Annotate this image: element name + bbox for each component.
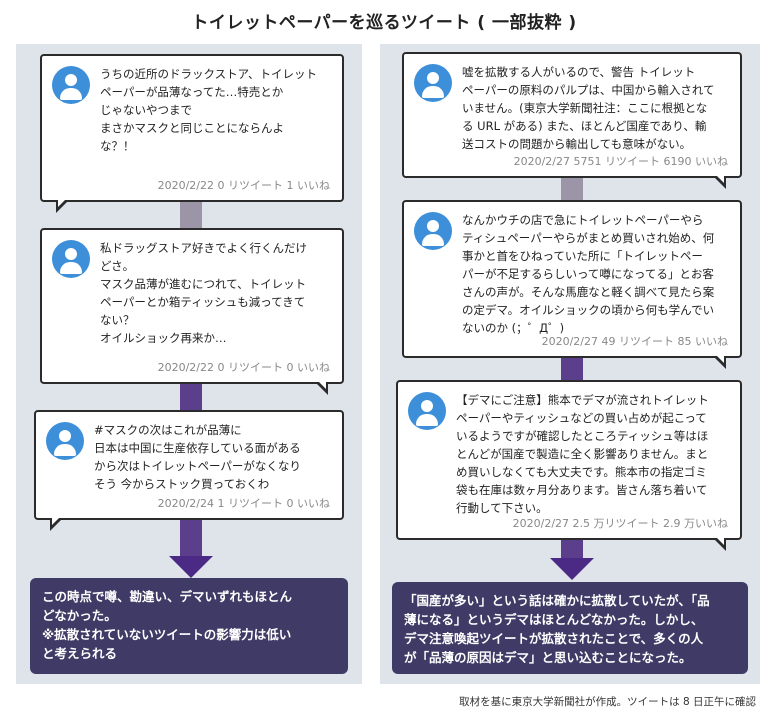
user-avatar-icon	[408, 392, 446, 430]
tweet-card: 【デマにご注意】熊本でデマが流されトイレット ペーパーやティッシュなどの買い占め…	[396, 380, 742, 551]
source-note: 取材を基に東京大学新聞社が作成。ツイートは 8 日正午に確認	[459, 696, 756, 708]
down-arrow-icon	[169, 556, 213, 578]
tweet-meta: 2020/2/27 2.5 万リツイート 2.9 万いいね	[512, 517, 728, 530]
tweet-card: #マスクの次はこれが品薄に 日本は中国に生産依存している面がある から次はトイレ…	[34, 410, 344, 531]
speech-tail	[315, 380, 328, 395]
down-arrow-icon	[550, 558, 594, 580]
speech-tail	[713, 354, 726, 369]
tweet-meta: 2020/2/24 1 リツイート 0 いいね	[157, 497, 330, 510]
tweet-card: 嘘を拡散する人がいるので、警告 トイレット ペーパーの原料のパルプは、中国から輸…	[402, 52, 742, 189]
connector-bar	[561, 538, 583, 558]
tweet-text: 【デマにご注意】熊本でデマが流されトイレット ペーパーやティッシュなどの買い占め…	[456, 393, 709, 515]
tweet-meta: 2020/2/27 49 リツイート 85 いいね	[541, 335, 728, 348]
tweet-meta: 2020/2/27 5751 リツイート 6190 いいね	[513, 155, 728, 168]
right-summary: 「国産が多い」という話は確かに拡散していたが、「品 薄になる」というデマはほとん…	[392, 582, 748, 674]
speech-tail	[713, 174, 726, 189]
tweet-text: #マスクの次はこれが品薄に 日本は中国に生産依存している面がある から次はトイレ…	[94, 423, 301, 491]
connector-bar	[180, 384, 202, 410]
speech-tail	[713, 536, 726, 551]
tweet-meta: 2020/2/22 0 リツイート 0 いいね	[157, 361, 330, 374]
tweet-card: 私ドラッグストア好きでよく行くんだけ どさ。 マスク品薄が進むにつれて、トイレッ…	[40, 228, 344, 395]
user-avatar-icon	[52, 240, 90, 278]
page-title: トイレットペーパーを巡るツイート ( 一部抜粋 )	[191, 13, 577, 33]
user-avatar-icon	[46, 422, 84, 460]
tweet-text: 嘘を拡散する人がいるので、警告 トイレット ペーパーの原料のパルプは、中国から輸…	[462, 65, 715, 151]
user-avatar-icon	[414, 212, 452, 250]
tweet-meta: 2020/2/22 0 リツイート 1 いいね	[157, 179, 330, 192]
connector-bar	[180, 200, 202, 228]
connector-bar	[180, 514, 202, 556]
connector-bar	[561, 356, 583, 380]
tweet-text: なんかウチの店で急にトイレットペーパーやら ティシュペーパーやらがまとめ買いされ…	[462, 213, 715, 335]
tweet-card: なんかウチの店で急にトイレットペーパーやら ティシュペーパーやらがまとめ買いされ…	[402, 200, 742, 369]
right-column: 嘘を拡散する人がいるので、警告 トイレット ペーパーの原料のパルプは、中国から輸…	[380, 44, 760, 684]
speech-tail	[50, 516, 63, 531]
left-column: うちの近所のドラックストア、トイレット ペーパーが品薄なってた…特売とか じゃな…	[16, 44, 362, 684]
speech-tail	[56, 198, 69, 213]
tweet-text: うちの近所のドラックストア、トイレット ペーパーが品薄なってた…特売とか じゃな…	[100, 67, 318, 153]
tweet-card: うちの近所のドラックストア、トイレット ペーパーが品薄なってた…特売とか じゃな…	[40, 54, 344, 213]
tweet-text: 私ドラッグストア好きでよく行くんだけ どさ。 マスク品薄が進むにつれて、トイレッ…	[100, 241, 307, 345]
connector-bar	[561, 176, 583, 200]
user-avatar-icon	[414, 64, 452, 102]
left-summary: この時点で噂、勘違い、デマいずれもほとん どなかった。 ※拡散されていないツイー…	[30, 578, 348, 674]
user-avatar-icon	[52, 66, 90, 104]
